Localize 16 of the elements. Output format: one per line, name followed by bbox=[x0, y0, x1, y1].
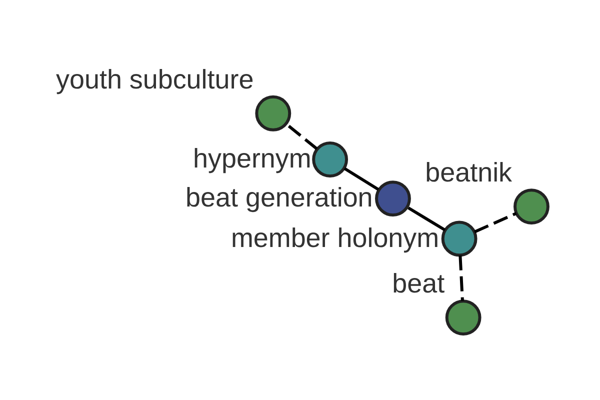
node-label: youth subculture bbox=[56, 64, 254, 94]
connector bbox=[343, 166, 379, 190]
node-label: hypernym bbox=[192, 143, 311, 174]
connector bbox=[407, 206, 446, 231]
node-label: beat bbox=[392, 268, 444, 298]
connector bbox=[474, 212, 516, 233]
node-circle bbox=[374, 180, 410, 216]
node-circle bbox=[440, 220, 477, 256]
node-label: member holonym bbox=[230, 222, 439, 252]
node-label: beatnik bbox=[424, 157, 512, 188]
node-label: beat generation bbox=[185, 182, 372, 212]
node-circle bbox=[254, 94, 291, 131]
node-circle bbox=[312, 141, 348, 177]
connector bbox=[458, 254, 464, 300]
node-circle bbox=[444, 299, 481, 336]
node-circle bbox=[513, 188, 549, 224]
